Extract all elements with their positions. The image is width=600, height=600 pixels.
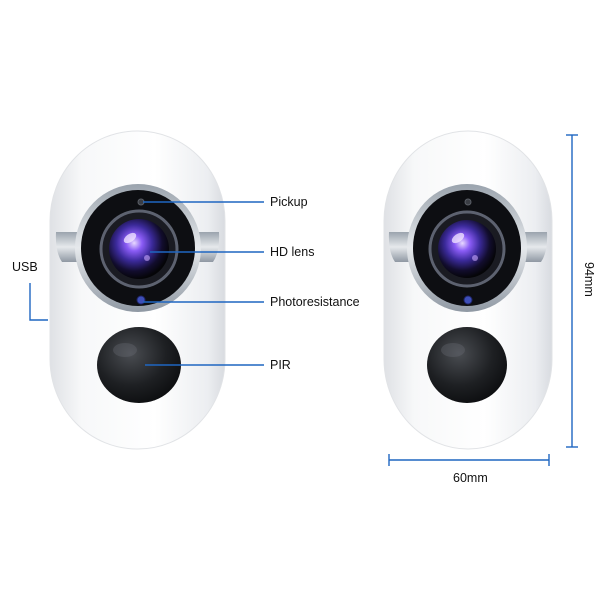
pir-label: PIR	[270, 358, 291, 372]
usb-callout-line	[29, 283, 48, 321]
photoresistance-sensor	[136, 295, 146, 305]
pir-sensor	[427, 327, 507, 403]
hd-lens-label: HD lens	[270, 245, 314, 259]
camera-front-view	[49, 130, 226, 450]
usb-label: USB	[12, 260, 38, 274]
width-dimension-label: 60mm	[453, 471, 488, 485]
camera-dimension-view	[383, 130, 553, 450]
photoresistance-label: Photoresistance	[270, 295, 360, 309]
height-dimension-label: 94mm	[582, 262, 596, 297]
pickup-label: Pickup	[270, 195, 308, 209]
width-dimension	[388, 454, 550, 466]
pickup-microphone	[464, 198, 472, 206]
hd-lens	[109, 219, 169, 279]
photoresistance-sensor	[463, 295, 473, 305]
hd-lens	[438, 220, 496, 278]
pir-sensor	[97, 327, 181, 403]
height-dimension	[566, 134, 578, 448]
callout-lines	[29, 201, 264, 366]
